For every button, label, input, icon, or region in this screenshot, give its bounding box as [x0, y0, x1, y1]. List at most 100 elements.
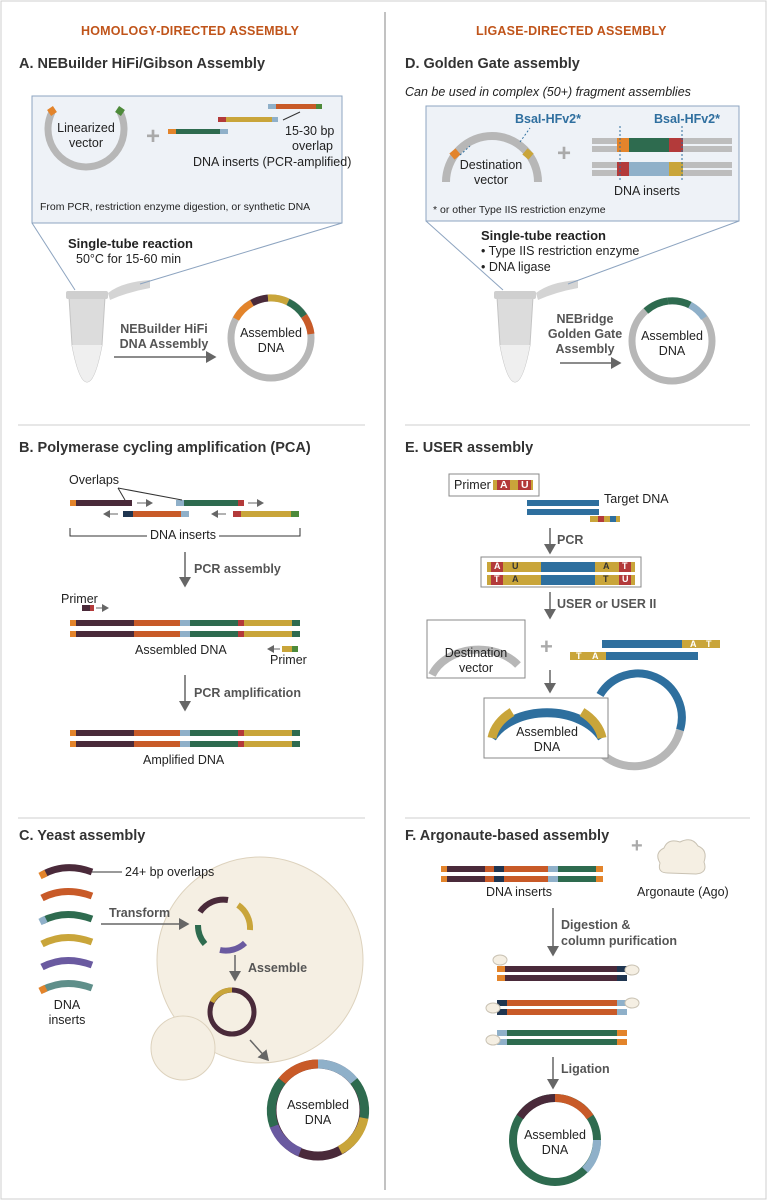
- enzyme-right: BsaI-HFv2*: [654, 112, 720, 126]
- amplified-label-b: Amplified DNA: [143, 753, 225, 767]
- panel-a-box: [31, 95, 343, 224]
- ring-f-segments: [516, 1094, 602, 1173]
- product-d-1: Assembled: [641, 329, 703, 343]
- panel-b-title: B. Polymerase cycling amplification (PCA…: [19, 440, 311, 456]
- header-left: HOMOLOGY-DIRECTED ASSEMBLY: [81, 24, 300, 38]
- product-e-1: Assembled: [516, 725, 578, 739]
- product-c-1: Assembled: [287, 1098, 349, 1112]
- pca-primer-bottom: [267, 645, 298, 653]
- digested-fragments-f: [485, 954, 640, 1046]
- bullet-d-1: • Type IIS restriction enzyme: [481, 244, 640, 258]
- base-a-pcr-left2: A: [512, 574, 519, 584]
- product-c-2: DNA: [304, 1113, 332, 1127]
- assembled-label-b: Assembled DNA: [135, 643, 227, 657]
- vector-label-e1: Destination: [444, 646, 508, 660]
- zoom-line-a2: [139, 222, 343, 285]
- reaction-cond-a: 50°C for 15-60 min: [76, 252, 182, 266]
- product-f-2: DNA: [541, 1143, 569, 1157]
- inserts-f: [441, 866, 603, 882]
- vector-label-a1: Linearized: [57, 121, 115, 135]
- plus-sign-e: +: [540, 634, 553, 659]
- product-e-2: DNA: [533, 740, 561, 754]
- reaction-tube-a: [66, 280, 150, 383]
- step-b-2: PCR amplification: [194, 686, 301, 700]
- base-t-pcr-right2: T: [622, 561, 628, 571]
- transform-label: Transform: [109, 906, 171, 920]
- overlap-label-2: overlap: [292, 139, 333, 153]
- method-a-1: NEBuilder HiFi: [120, 322, 208, 336]
- inserts-label-f: DNA inserts: [486, 885, 552, 899]
- inserts-a: [168, 104, 322, 134]
- step-f-1a: Digestion &: [561, 918, 631, 932]
- product-a-1: Assembled: [240, 326, 302, 340]
- inserts-d: [592, 126, 732, 182]
- assemble-label: Assemble: [248, 961, 308, 975]
- ring-d-segments: [643, 297, 707, 321]
- method-a-2: DNA Assembly: [119, 337, 209, 351]
- inserts-label-d: DNA inserts: [614, 184, 680, 198]
- assembled-dna-b: [70, 620, 300, 637]
- overlap-label-1: 15-30 bp: [285, 124, 335, 138]
- product-d-2: DNA: [658, 344, 686, 358]
- step-e-1: PCR: [557, 533, 584, 547]
- base-t-insert-bottom: T: [576, 651, 582, 661]
- plus-sign-f: +: [631, 835, 643, 857]
- yeast-fragments: [195, 896, 254, 954]
- panel-d-title: D. Golden Gate assembly: [405, 56, 580, 72]
- bullet-d-2: • DNA ligase: [481, 260, 551, 274]
- method-d-3: Assembly: [555, 342, 615, 356]
- panel-c-title: C. Yeast assembly: [19, 828, 146, 844]
- destination-vector-d: [442, 132, 542, 183]
- inserts-label-c2: inserts: [48, 1013, 86, 1027]
- vector-d-sites: [449, 127, 534, 160]
- insert-e: [570, 640, 720, 660]
- reaction-title-a: Single-tube reaction: [68, 236, 193, 251]
- overlaps-label-b: Overlaps: [69, 473, 120, 487]
- target-label-e: Target DNA: [604, 492, 669, 506]
- yeast-inserts: [38, 864, 94, 995]
- inserts-label-c1: DNA: [53, 998, 81, 1012]
- method-d-1: NEBridge: [556, 312, 614, 326]
- base-t-pcr-left: T: [494, 574, 500, 584]
- amplified-dna-b: [70, 730, 300, 747]
- inserts-label-b: DNA inserts: [147, 528, 219, 542]
- step-f-2: Ligation: [561, 1062, 610, 1076]
- panel-d-subtitle: Can be used in complex (50+) fragment as…: [405, 85, 691, 99]
- vector-label-d2: vector: [473, 173, 509, 187]
- base-a-e: A: [500, 479, 508, 491]
- pca-primer-top: [82, 604, 109, 612]
- plus-sign-d: +: [557, 140, 571, 167]
- step-e-2: USER or USER II: [557, 597, 657, 611]
- vector-label-a2: vector: [68, 136, 104, 150]
- inserts-label-a: DNA inserts (PCR-amplified): [193, 155, 352, 169]
- enzyme-left: BsaI-HFv2*: [515, 112, 581, 126]
- product-f-1: Assembled: [524, 1128, 586, 1142]
- panel-f-title: F. Argonaute-based assembly: [405, 828, 610, 844]
- primer-top-b: Primer: [61, 592, 98, 606]
- pca-inserts: [70, 487, 299, 518]
- ago-label: Argonaute (Ago): [637, 885, 729, 899]
- primer-e: [493, 480, 533, 490]
- zoom-line-a1: [31, 222, 76, 291]
- base-a-pcr-left: A: [494, 561, 501, 571]
- header-right: LIGASE-DIRECTED ASSEMBLY: [476, 24, 667, 38]
- ring-a-segments: [232, 294, 315, 335]
- reaction-tube-d: [494, 280, 578, 383]
- base-u-pcr-left: U: [512, 561, 519, 571]
- step-b-1: PCR assembly: [194, 562, 281, 576]
- primer-label-e: Primer: [454, 478, 491, 492]
- yeast-ring-small-seg: [209, 987, 233, 1004]
- vector-label-d1: Destination: [459, 158, 523, 172]
- reaction-title-d: Single-tube reaction: [481, 228, 606, 243]
- zoom-line-d1: [425, 220, 504, 291]
- linearized-vector: [44, 106, 128, 171]
- zoom-line-d2: [567, 220, 740, 285]
- source-note-a: From PCR, restriction enzyme digestion, …: [40, 201, 311, 213]
- step-f-1b: column purification: [561, 934, 677, 948]
- argonaute-shape: [657, 839, 706, 875]
- base-a-insert-top: A: [690, 639, 697, 649]
- target-dna-e: [527, 500, 620, 522]
- base-t-insert-top: T: [706, 639, 712, 649]
